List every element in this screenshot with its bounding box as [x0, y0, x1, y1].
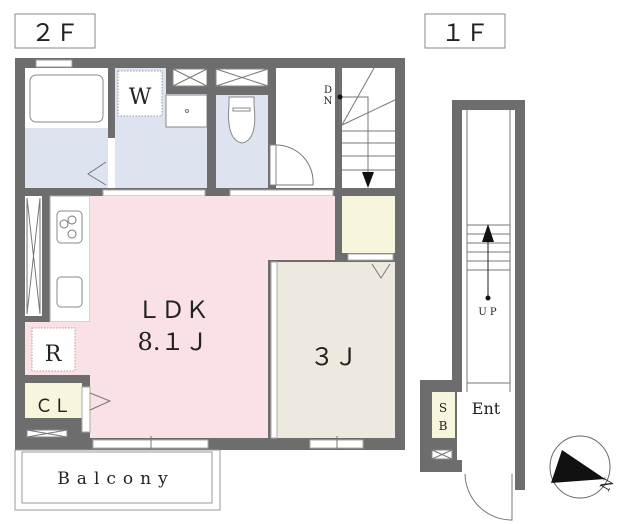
- ldk-size: 8.１Ｊ: [138, 328, 209, 356]
- washing-machine-space: [117, 70, 163, 117]
- north-compass: N: [549, 435, 618, 499]
- closet: [25, 383, 82, 418]
- refrigerator-space: [31, 327, 76, 372]
- arrow-up-icon: [482, 224, 494, 242]
- bedroom-3j: [277, 262, 395, 438]
- stairs-up-label: UP: [478, 307, 499, 318]
- kitchen-sink-icon: [56, 276, 83, 308]
- bedroom-size: ３Ｊ: [310, 343, 358, 371]
- balcony-label: Balcony: [57, 469, 174, 489]
- shoe-box-label-s: S: [439, 401, 447, 415]
- floor-label-1f: １Ｆ: [424, 13, 506, 49]
- stairs-down-label-n: N: [324, 96, 333, 107]
- stairs-start-dot: [337, 94, 343, 100]
- floor-label-1f-text: １Ｆ: [441, 19, 489, 47]
- entrance-label: Ent: [472, 399, 501, 418]
- hallway: [276, 68, 335, 188]
- north-arrow-icon: [551, 450, 605, 483]
- refrigerator-label: R: [45, 342, 63, 367]
- ldk: [90, 196, 335, 260]
- washroom-label: W: [129, 85, 152, 110]
- toilet-icon: [228, 96, 256, 144]
- shoe-box-label-b: B: [439, 419, 448, 433]
- window: [35, 59, 73, 68]
- closet-label: ＣＬ: [35, 396, 71, 417]
- ldk-label: ＬＤＫ: [137, 296, 209, 324]
- floor-label-2f-text: ２Ｆ: [31, 19, 79, 47]
- floor-label-2f: ２Ｆ: [14, 13, 96, 49]
- bathtub-icon: [29, 74, 104, 123]
- stairs-down-label-d: D: [324, 85, 332, 96]
- entrance-door-swing[interactable]: [464, 473, 513, 521]
- sliding-door: [270, 261, 278, 439]
- entrance: [457, 392, 515, 460]
- washroom-door: [108, 138, 115, 188]
- door-swing-icon: [275, 144, 314, 186]
- door-swing-icon: [87, 161, 107, 186]
- arrow-down-icon: [362, 172, 374, 188]
- sink-icon: [165, 94, 208, 128]
- shoe-box: [432, 392, 455, 438]
- storage: [342, 196, 395, 253]
